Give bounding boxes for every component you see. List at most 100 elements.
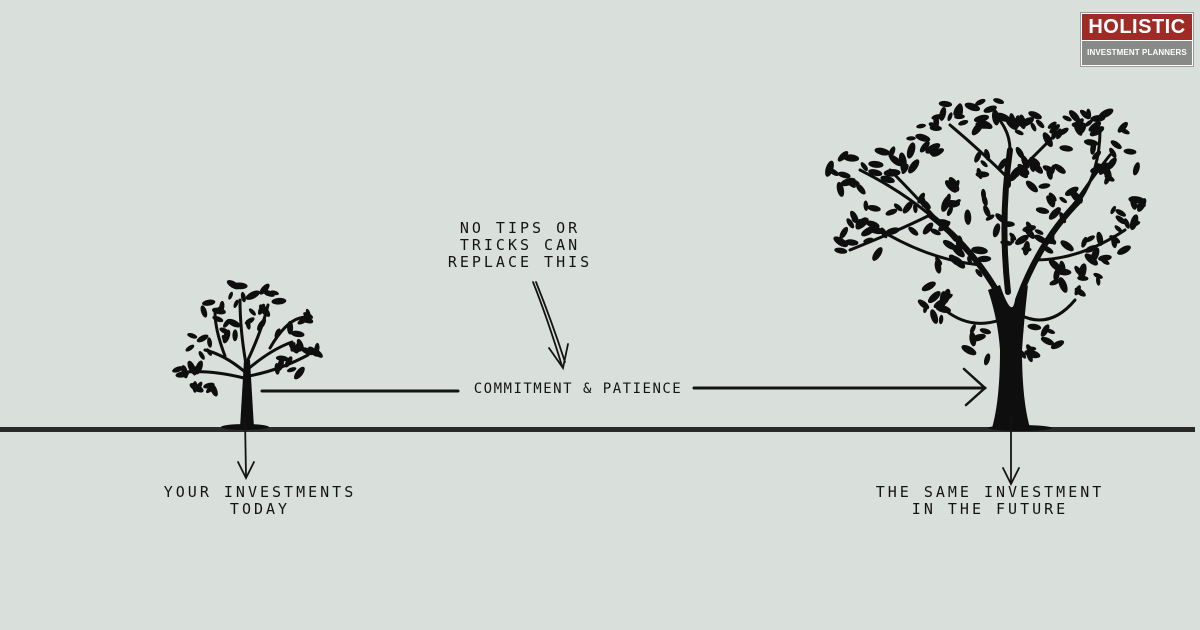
leaf-shape — [1098, 254, 1112, 262]
leaf-shape — [1059, 145, 1073, 152]
leaf-shape — [948, 176, 960, 192]
leaf-shape — [874, 147, 891, 156]
leaf-shape — [1008, 337, 1020, 344]
leaf-shape — [930, 309, 939, 324]
leaf-shape — [1042, 245, 1054, 254]
leaf-shape — [868, 160, 884, 168]
leaf-shape — [290, 330, 305, 338]
leaf-shape — [843, 154, 860, 162]
leaf-shape — [844, 239, 859, 246]
leaf-shape — [969, 324, 976, 334]
leaf-shape — [888, 146, 896, 158]
leaf-shape — [1027, 346, 1037, 351]
leaf-shape — [1053, 268, 1060, 282]
leaf-shape — [1040, 324, 1050, 337]
leaf-shape — [1090, 115, 1106, 122]
leaf-shape — [1048, 259, 1062, 272]
future-label-line1: THE SAME INVESTMENT — [875, 483, 1105, 501]
leaf-shape — [259, 283, 270, 295]
leaf-shape — [219, 327, 230, 335]
leaf-shape — [889, 154, 902, 167]
leaf-shape — [1059, 196, 1068, 204]
leaf-shape — [1030, 161, 1044, 174]
leaf-shape — [1053, 163, 1066, 174]
leaf-shape — [202, 299, 216, 306]
leaf-shape — [1050, 340, 1065, 350]
leaf-shape — [222, 318, 231, 328]
leaf-shape — [245, 290, 260, 300]
leaf-shape — [939, 291, 947, 307]
leaf-shape — [974, 151, 982, 163]
leaf-shape — [297, 317, 308, 325]
leaf-shape — [221, 334, 227, 343]
leaf-shape — [837, 171, 851, 179]
leaf-shape — [1049, 124, 1060, 134]
leaf-shape — [906, 136, 916, 141]
leaf-shape — [1132, 162, 1140, 176]
today-label: YOUR INVESTMENTS TODAY — [150, 484, 370, 518]
leaf-shape — [946, 206, 953, 217]
leaf-shape — [1003, 327, 1014, 336]
leaf-shape — [1059, 260, 1066, 274]
leaf-shape — [1093, 272, 1103, 279]
leaf-shape — [198, 351, 205, 360]
future-label: THE SAME INVESTMENT IN THE FUTURE — [860, 484, 1120, 518]
leaf-shape — [1001, 221, 1015, 227]
leaf-shape — [1024, 349, 1041, 359]
leaf-shape — [1059, 212, 1067, 224]
leaf-shape — [938, 314, 944, 325]
leaf-shape — [1090, 247, 1100, 263]
leaf-shape — [1022, 240, 1030, 256]
leaf-shape — [1119, 127, 1130, 135]
leaf-shape — [1123, 218, 1130, 229]
leaf-shape — [294, 366, 305, 380]
leaf-shape — [1035, 119, 1045, 129]
leaf-shape — [883, 168, 901, 177]
leaf-shape — [855, 217, 869, 230]
leaf-shape — [945, 293, 953, 301]
leaf-shape — [1050, 164, 1056, 175]
leaf-shape — [181, 365, 188, 379]
leaf-shape — [908, 159, 920, 174]
leaf-shape — [939, 106, 947, 121]
leaf-shape — [1015, 329, 1024, 337]
leaf-shape — [913, 203, 918, 214]
leaf-shape — [880, 175, 895, 184]
leaf-shape — [915, 133, 931, 142]
leaf-shape — [1109, 235, 1121, 244]
leaf-shape — [1074, 118, 1084, 129]
tips-label-line1: NO TIPS OR — [459, 219, 581, 237]
leaf-shape — [971, 246, 988, 255]
leaf-shape — [975, 122, 989, 129]
leaf-shape — [1081, 236, 1088, 248]
leaf-shape — [922, 222, 934, 235]
leaf-shape — [1027, 323, 1042, 331]
leaf-shape — [287, 320, 294, 335]
leaf-shape — [851, 217, 862, 225]
brand-logo: HOLISTIC INVESTMENT PLANNERS — [1080, 12, 1194, 67]
leaf-shape — [863, 237, 874, 244]
leaf-shape — [947, 112, 953, 122]
leaf-shape — [925, 143, 941, 154]
leaf-shape — [980, 188, 987, 200]
leaf-shape — [931, 148, 944, 157]
leaf-shape — [931, 114, 943, 120]
leaf-shape — [200, 305, 208, 318]
leaf-shape — [833, 236, 848, 248]
leaf-shape — [1129, 214, 1139, 231]
leaf-shape — [271, 297, 287, 305]
leaf-shape — [993, 98, 1005, 105]
leaf-shape — [1137, 198, 1147, 212]
leaf-shape — [206, 348, 212, 356]
leaf-shape — [257, 303, 266, 315]
leaf-shape — [916, 123, 926, 129]
leaf-shape — [828, 168, 839, 176]
leaf-shape — [927, 291, 941, 304]
leaf-shape — [288, 341, 299, 354]
leaf-shape — [1046, 328, 1056, 335]
logo-title: HOLISTIC — [1082, 14, 1192, 40]
leaf-shape — [893, 203, 903, 212]
leaf-shape — [1070, 190, 1083, 204]
leaf-shape — [1062, 115, 1072, 122]
growth-path-label: COMMITMENT & PATIENCE — [473, 381, 683, 397]
